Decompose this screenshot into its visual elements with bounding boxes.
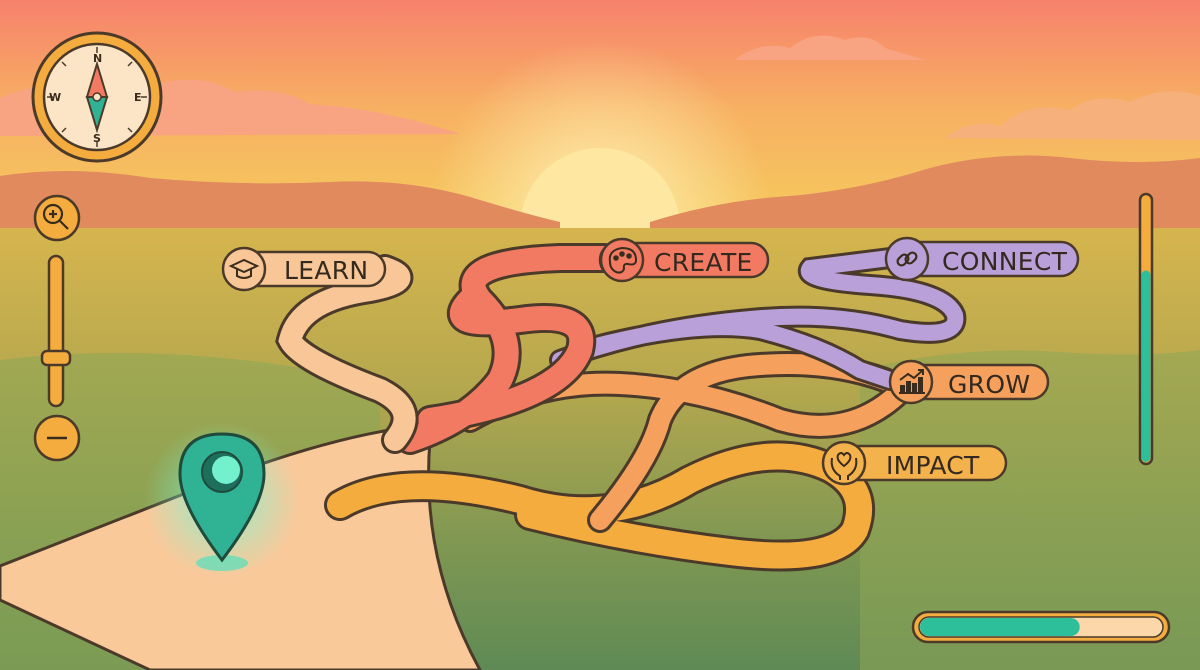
- distant-hills: [0, 170, 560, 240]
- vertical-progress-bar: [1138, 192, 1154, 466]
- destination-create[interactable]: CREATE: [598, 237, 770, 283]
- compass[interactable]: N S E W: [31, 31, 163, 163]
- vertical-progress-fill: [1141, 270, 1151, 462]
- destination-connect-label: CONNECT: [942, 247, 1068, 276]
- compass-north: N: [93, 52, 102, 65]
- trail-impact-fill: [327, 443, 873, 569]
- destination-connect[interactable]: CONNECT: [884, 236, 1080, 282]
- link-icon: [896, 251, 918, 267]
- distant-hills: [650, 155, 1200, 240]
- destination-learn-label: LEARN: [284, 256, 368, 285]
- compass-east: E: [134, 91, 142, 104]
- heart-hands-icon: [830, 452, 858, 480]
- growth-chart-icon: [899, 369, 925, 394]
- trail-create-fill: [398, 246, 617, 452]
- destination-learn[interactable]: LEARN: [221, 246, 387, 292]
- journey-progress-fill: [920, 618, 1080, 636]
- compass-west: W: [49, 91, 61, 104]
- cloud: [945, 91, 1200, 140]
- zoom-out-button[interactable]: [33, 414, 81, 462]
- destination-create-label: CREATE: [654, 248, 753, 277]
- destination-grow-label: GROW: [948, 370, 1030, 399]
- palette-icon: [608, 246, 638, 274]
- compass-south: S: [93, 132, 101, 145]
- cloud: [735, 35, 925, 60]
- destination-grow[interactable]: GROW: [888, 359, 1050, 405]
- map-pin-icon: [178, 432, 266, 563]
- compass-ticks: [47, 47, 147, 147]
- zoom-slider-track: [47, 254, 65, 408]
- destination-impact[interactable]: IMPACT: [821, 440, 1008, 486]
- zoom-in-button[interactable]: [33, 194, 81, 242]
- zoom-slider-handle[interactable]: [40, 349, 72, 367]
- magnifier-plus-icon: [42, 203, 69, 230]
- green-hill: [860, 350, 1200, 670]
- destination-impact-label: IMPACT: [886, 451, 980, 480]
- journey-progress-bar: [911, 610, 1171, 644]
- trail-learn-fill: [278, 257, 416, 451]
- graduation-cap-icon: [228, 258, 260, 279]
- trail-connect-fill: [552, 250, 964, 388]
- zoom-slider[interactable]: [40, 254, 72, 408]
- location-pin[interactable]: [144, 422, 300, 578]
